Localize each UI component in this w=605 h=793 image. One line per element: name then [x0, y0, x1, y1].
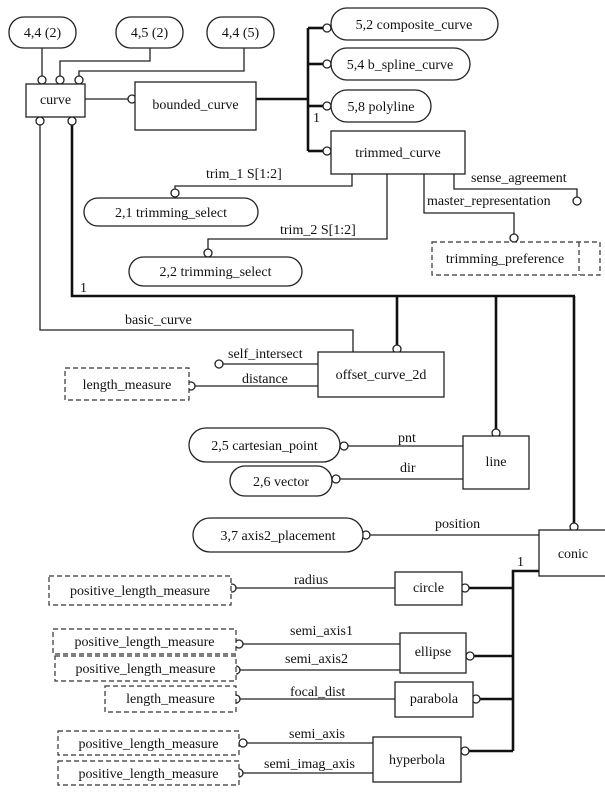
attr-position: position	[435, 517, 480, 532]
entity-parabola[interactable]: parabola	[394, 681, 474, 718]
ref-trimming-select-2[interactable]: 2,2 trimming_select	[128, 256, 303, 287]
attr-semi-imag-axis: semi_imag_axis	[264, 757, 355, 772]
attr-semi-axis1: semi_axis1	[290, 624, 353, 639]
attr-sense-agreement: sense_agreement	[471, 171, 567, 186]
ref-4-5-2[interactable]: 4,5 (2)	[115, 16, 184, 49]
attr-semi-axis2: semi_axis2	[285, 652, 348, 667]
ref-label: 2,2 trimming_select	[160, 265, 272, 280]
type-label: trimming_preference	[446, 252, 564, 267]
type-plm-semi-axis2[interactable]: positive_length_measure	[54, 655, 237, 682]
entity-bounded-curve[interactable]: bounded_curve	[134, 81, 257, 131]
ref-cartesian-point[interactable]: 2,5 cartesian_point	[188, 427, 341, 463]
entity-label: ellipse	[415, 645, 452, 660]
entity-label: trimmed_curve	[355, 146, 441, 161]
cardinality-conic: 1	[517, 555, 524, 570]
ref-label: 4,4 (5)	[222, 26, 260, 41]
entity-line[interactable]: line	[462, 435, 530, 490]
entity-hyperbola[interactable]: hyperbola	[372, 736, 462, 783]
type-label: positive_length_measure	[76, 662, 216, 677]
attr-distance: distance	[242, 372, 288, 387]
entity-label: parabola	[410, 692, 459, 707]
ref-4-4-2[interactable]: 4,4 (2)	[8, 16, 77, 49]
type-label: positive_length_measure	[79, 737, 219, 752]
attr-focal-dist: focal_dist	[290, 685, 345, 700]
entity-label: curve	[40, 93, 71, 108]
type-label: positive_length_measure	[79, 767, 219, 782]
cardinality-curve: 1	[80, 281, 87, 296]
attr-trim-1: trim_1 S[1:2]	[206, 167, 282, 182]
type-trimming-preference[interactable]: trimming_preference	[431, 241, 601, 276]
type-label: positive_length_measure	[70, 584, 210, 599]
type-label: positive_length_measure	[75, 635, 215, 650]
entity-label: conic	[558, 547, 588, 562]
attr-trim-2: trim_2 S[1:2]	[280, 223, 356, 238]
attr-dir: dir	[400, 461, 416, 476]
attr-master-representation: master_representation	[427, 194, 551, 209]
ref-label: 2,6 vector	[253, 475, 309, 490]
cardinality-bounded: 1	[313, 111, 320, 126]
entity-label: offset_curve_2d	[336, 368, 427, 383]
connectors	[39, 26, 578, 774]
attr-semi-axis: semi_axis	[289, 727, 345, 742]
type-plm-semi-axis1[interactable]: positive_length_measure	[52, 628, 237, 655]
ref-label: 3,7 axis2_placement	[220, 529, 335, 544]
attr-pnt: pnt	[398, 431, 416, 446]
entity-circle[interactable]: circle	[394, 571, 463, 606]
ref-trimming-select-1[interactable]: 2,1 trimming_select	[83, 197, 259, 227]
entity-curve[interactable]: curve	[25, 83, 86, 118]
type-plm-radius[interactable]: positive_length_measure	[48, 575, 232, 606]
ref-label: 5,4 b_spline_curve	[347, 58, 454, 73]
type-length-measure-focal[interactable]: length_measure	[104, 685, 237, 713]
attr-radius: radius	[294, 573, 328, 588]
attr-basic-curve: basic_curve	[125, 313, 192, 328]
attr-self-intersect: self_intersect	[228, 347, 303, 362]
entity-label: hyperbola	[389, 753, 446, 768]
type-plm-semi-imag-axis[interactable]: positive_length_measure	[57, 760, 240, 786]
ref-label: 4,5 (2)	[131, 26, 169, 41]
ref-composite-curve[interactable]: 5,2 composite_curve	[330, 7, 499, 41]
ref-vector[interactable]: 2,6 vector	[229, 465, 333, 497]
ref-label: 4,4 (2)	[24, 26, 62, 41]
ref-label: 5,2 composite_curve	[356, 18, 473, 33]
ref-label: 2,5 cartesian_point	[211, 439, 318, 454]
ref-4-4-5[interactable]: 4,4 (5)	[206, 16, 275, 49]
ref-axis2-placement[interactable]: 3,7 axis2_placement	[192, 517, 364, 553]
entity-ellipse[interactable]: ellipse	[399, 632, 467, 674]
entity-conic[interactable]: conic	[538, 529, 605, 577]
ref-b-spline-curve[interactable]: 5,4 b_spline_curve	[330, 47, 471, 81]
ref-label: 5,8 polyline	[348, 100, 415, 115]
entity-offset-curve-2d[interactable]: offset_curve_2d	[317, 351, 445, 398]
entity-label: line	[486, 455, 507, 470]
type-length-measure-offset[interactable]: length_measure	[64, 367, 190, 401]
entity-label: bounded_curve	[152, 98, 238, 113]
ref-polyline[interactable]: 5,8 polyline	[330, 89, 432, 123]
ref-label: 2,1 trimming_select	[115, 206, 227, 221]
type-label: length_measure	[83, 378, 172, 393]
entity-trimmed-curve[interactable]: trimmed_curve	[330, 130, 466, 175]
entity-label: circle	[413, 581, 444, 596]
type-plm-semi-axis[interactable]: positive_length_measure	[57, 730, 240, 756]
type-label: length_measure	[126, 692, 215, 707]
